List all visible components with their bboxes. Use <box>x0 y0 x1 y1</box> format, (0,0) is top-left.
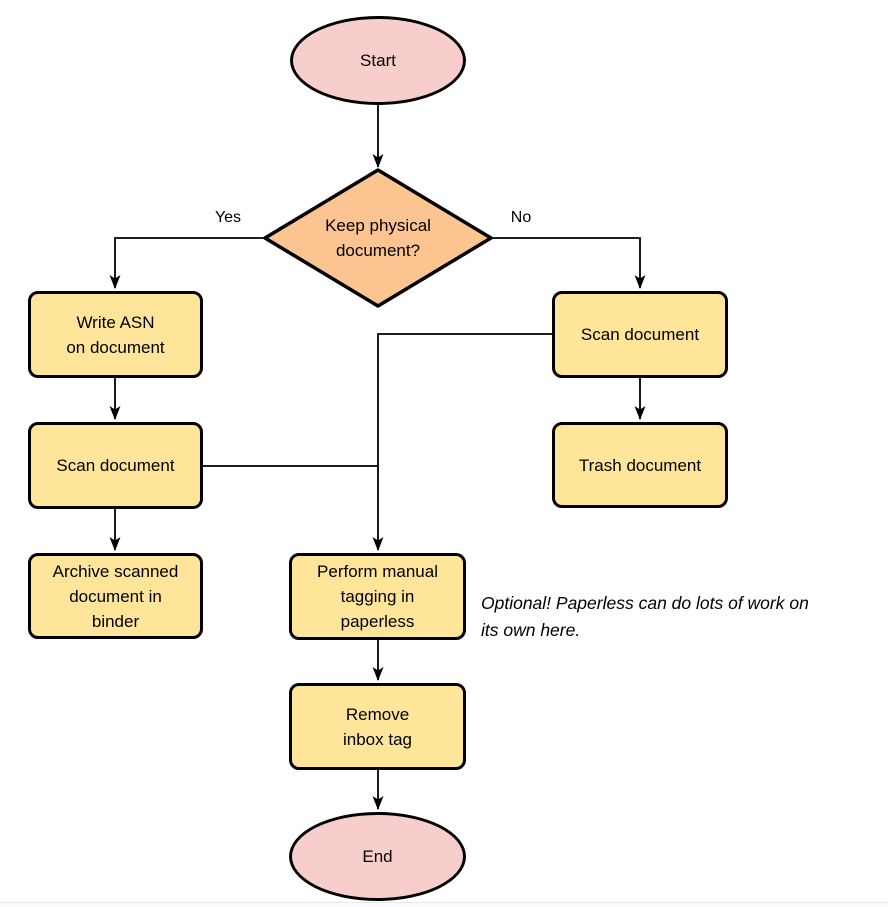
node-decision-keep-physical-label: Keep physical document? <box>325 216 431 260</box>
node-perform-manual-tagging: Perform manual tagging in paperless <box>289 553 466 640</box>
node-remove-inbox-tag: Remove inbox tag <box>289 683 466 770</box>
edge-scan-right-to-tagging <box>372 333 552 551</box>
node-write-asn-on-document: Write ASN on document <box>28 291 203 378</box>
edge-label-yes: Yes <box>214 209 242 226</box>
edge-label-no: No <box>510 209 532 226</box>
node-trash-document: Trash document <box>552 422 728 508</box>
optional-paperless-note: Optional! Paperless can do lots of work … <box>481 593 809 640</box>
bottom-window-edge <box>0 902 888 907</box>
edge-decision-yes-to-write-asn <box>109 237 265 289</box>
node-scan-document-left: Scan document <box>28 422 203 509</box>
decision-diamond-shape <box>263 168 493 308</box>
edge-decision-no-to-scan-right <box>491 237 646 289</box>
node-end: End <box>289 812 466 901</box>
node-scan-document-right: Scan document <box>552 291 728 378</box>
node-start: Start <box>290 16 466 105</box>
node-archive-scanned-document: Archive scanned document in binder <box>28 553 203 639</box>
